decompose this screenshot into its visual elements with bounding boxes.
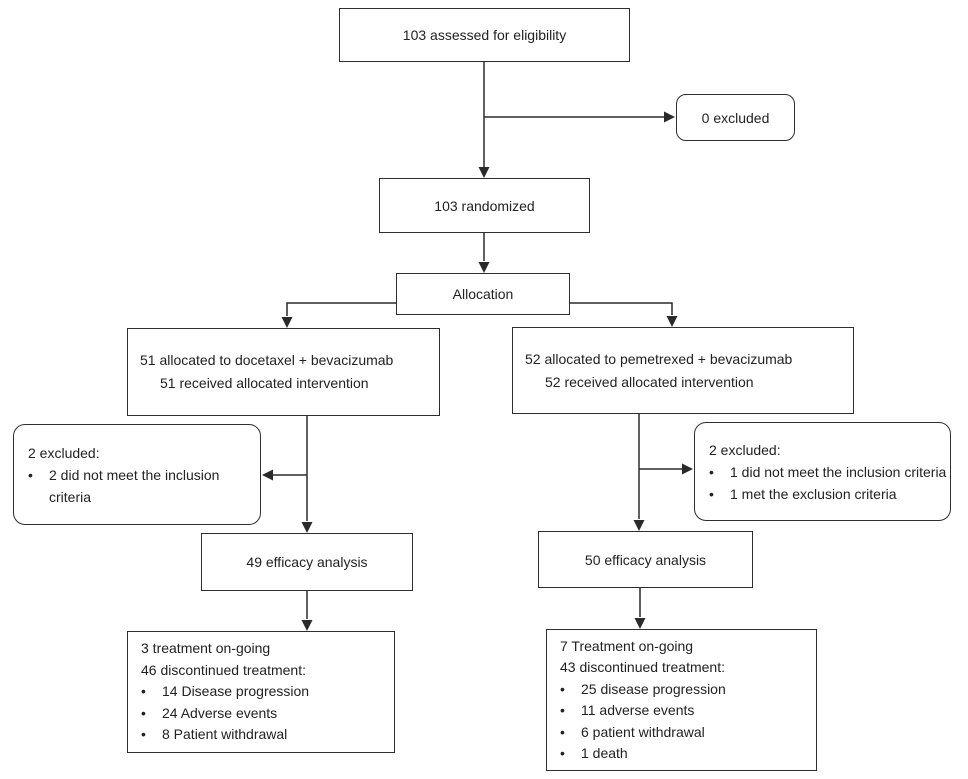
bullet-icon: • [560,723,565,740]
node-efficacy-analysis-left: 49 efficacy analysis [201,533,413,591]
bullet-icon: • [141,704,146,721]
bullet-icon: • [560,680,565,697]
arrowhead-right-icon [682,463,693,475]
list-item: • 1 met the exclusion criteria [709,483,950,505]
excluded-title: 2 excluded: [28,444,100,461]
ongoing-treatment-line: 3 treatment on-going [141,640,271,657]
bullet-icon: • [709,485,714,502]
connector-right-efficacy-to-outcome [634,588,646,629]
list-item-text: 2 did not meet the inclusion criteria [49,466,220,505]
arrowhead-down-icon [301,620,313,631]
node-efficacy-analysis-right: 50 efficacy analysis [538,531,753,588]
node-allocated-docetaxel-bevacizumab: 51 allocated to docetaxel + bevacizumab … [127,328,440,416]
connector-left-efficacy-to-outcome [301,591,313,631]
list-item: • 25 disease progression [560,679,816,701]
discontinued-treatment-line: 46 discontinued treatment: [141,661,306,678]
list-item: • 8 Patient withdrawal [141,724,394,746]
excluded-title: 2 excluded: [709,441,781,458]
list-item-text: 11 adverse events [581,702,695,718]
list-item: • 1 did not meet the inclusion criteria [709,461,950,483]
connector-left-arm-to-efficacy [301,416,313,533]
list-item-text: 1 death [581,745,628,761]
received-intervention-line: 52 received allocated intervention [545,373,754,390]
list-item: • 2 did not meet the inclusion criteria [28,464,260,508]
connector-right-arm-to-efficacy [633,414,645,531]
bullet-icon: • [560,745,565,761]
node-excluded-left-arm: 2 excluded: • 2 did not meet the inclusi… [13,424,261,525]
bullet-icon: • [28,466,33,483]
arrowhead-down-icon [666,316,678,327]
node-treatment-outcome-right: 7 Treatment on-going 43 discontinued tre… [546,629,817,771]
arrowhead-right-icon [664,111,675,123]
connector-randomized-to-allocation [478,233,490,273]
node-text: 103 assessed for eligibility [402,27,567,43]
node-text: 50 efficacy analysis [584,551,707,568]
node-assessed-for-eligibility: 103 assessed for eligibility [339,8,630,62]
connector-assessed-to-randomized [478,62,490,178]
bullet-icon: • [141,726,146,743]
arrowhead-down-icon [478,167,490,178]
list-item-text: 8 Patient withdrawal [162,726,288,743]
connector-right-arm-to-excluded [639,463,693,475]
list-item-text: 25 disease progression [581,680,726,697]
connector-allocation-to-left-arm [281,302,396,328]
received-intervention-line: 51 received allocated intervention [160,375,369,391]
list-item: • 11 adverse events [560,700,816,722]
connector-assessed-to-excluded [484,111,675,123]
bullet-icon: • [560,702,565,718]
list-item-text: 14 Disease progression [162,683,310,700]
node-text: Allocation [452,286,514,302]
node-randomized: 103 randomized [379,178,590,233]
connector-left-arm-to-excluded [262,469,307,481]
node-text: 103 randomized [434,197,535,214]
allocated-count-line: 51 allocated to docetaxel + bevacizumab [140,352,394,368]
discontinued-treatment-line: 43 discontinued treatment: [560,659,725,675]
list-item: • 6 patient withdrawal [560,722,816,744]
connector-allocation-to-right-arm [570,302,678,327]
list-item-text: 1 did not meet the inclusion criteria [730,463,947,480]
list-item: • 24 Adverse events [141,703,394,725]
list-item: • 14 Disease progression [141,681,394,703]
arrowhead-down-icon [281,317,293,328]
node-allocated-pemetrexed-bevacizumab: 52 allocated to pemetrexed + bevacizumab… [512,327,854,414]
arrowhead-down-icon [478,262,490,273]
arrowhead-left-icon [262,469,273,481]
bullet-icon: • [141,683,146,700]
ongoing-treatment-line: 7 Treatment on-going [560,637,694,654]
list-item-text: 1 met the exclusion criteria [730,485,897,502]
node-excluded-right-arm: 2 excluded: • 1 did not meet the inclusi… [694,422,951,521]
node-text: 49 efficacy analysis [246,554,368,570]
allocated-count-line: 52 allocated to pemetrexed + bevacizumab [525,350,793,367]
bullet-icon: • [709,463,714,480]
node-text: 0 excluded [701,109,770,126]
arrowhead-down-icon [633,520,645,531]
node-allocation-label: Allocation [396,273,570,315]
list-item-text: 6 patient withdrawal [581,723,705,740]
arrowhead-down-icon [301,522,313,533]
node-treatment-outcome-left: 3 treatment on-going 46 discontinued tre… [127,631,395,753]
arrowhead-down-icon [634,618,646,629]
list-item: • 1 death [560,743,816,765]
list-item-text: 24 Adverse events [162,704,278,721]
node-excluded-at-screening: 0 excluded [676,94,795,141]
